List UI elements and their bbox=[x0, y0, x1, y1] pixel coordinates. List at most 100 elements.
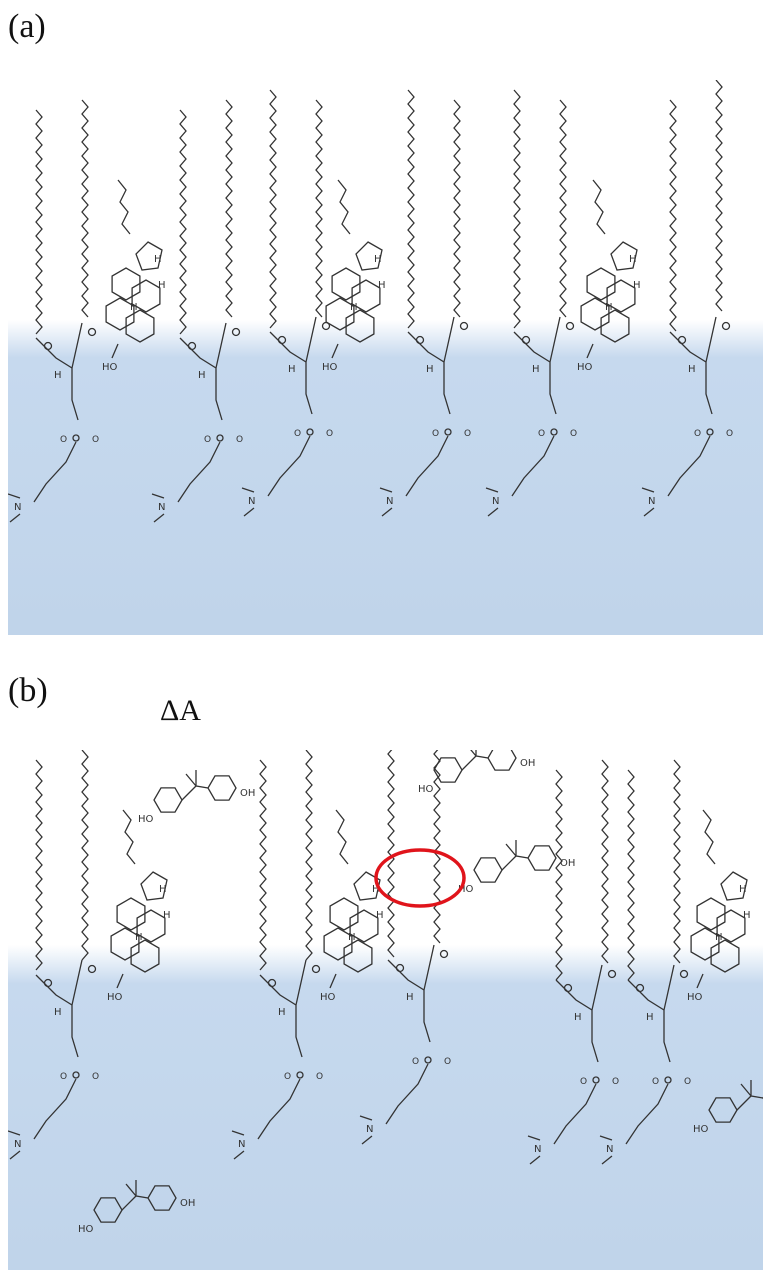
svg-text:N: N bbox=[648, 496, 655, 507]
svg-text:O: O bbox=[684, 1077, 691, 1087]
svg-text:N: N bbox=[492, 496, 499, 507]
svg-text:H: H bbox=[54, 370, 62, 381]
svg-text:H: H bbox=[574, 1012, 582, 1023]
svg-text:H: H bbox=[159, 884, 167, 895]
svg-text:O: O bbox=[444, 1057, 451, 1067]
svg-text:H: H bbox=[374, 254, 382, 265]
svg-text:HO: HO bbox=[102, 362, 118, 373]
svg-text:O: O bbox=[538, 429, 545, 439]
bisphenol-a-molecule: HO OH bbox=[418, 750, 535, 795]
svg-text:O: O bbox=[570, 429, 577, 439]
water-subphase bbox=[8, 945, 763, 1270]
delta-area-label: ΔA bbox=[160, 694, 201, 727]
svg-text:HO: HO bbox=[138, 814, 154, 825]
svg-text:O: O bbox=[92, 1072, 99, 1082]
svg-text:HO: HO bbox=[78, 1224, 94, 1235]
svg-text:H: H bbox=[629, 254, 637, 265]
svg-text:H: H bbox=[532, 364, 540, 375]
svg-text:O: O bbox=[694, 429, 701, 439]
svg-text:HO: HO bbox=[693, 1124, 709, 1135]
svg-text:O: O bbox=[464, 429, 471, 439]
svg-text:H: H bbox=[54, 1007, 62, 1018]
svg-text:O: O bbox=[294, 429, 301, 439]
cholesterol-molecule: H H H HO bbox=[320, 809, 384, 1003]
svg-text:O: O bbox=[92, 435, 99, 445]
svg-text:H: H bbox=[376, 910, 384, 921]
panel-a-label: (a) bbox=[8, 8, 46, 45]
phospholipid-molecule: H O O N bbox=[8, 750, 99, 1160]
svg-text:OH: OH bbox=[560, 858, 575, 869]
svg-text:H: H bbox=[278, 1007, 286, 1018]
svg-text:N: N bbox=[248, 496, 255, 507]
svg-text:O: O bbox=[580, 1077, 587, 1087]
svg-text:H: H bbox=[372, 884, 380, 895]
svg-text:O: O bbox=[60, 1072, 67, 1082]
phospholipid-molecule: H O O N bbox=[599, 759, 691, 1165]
svg-text:N: N bbox=[14, 1139, 21, 1150]
svg-text:H: H bbox=[646, 1012, 654, 1023]
svg-text:N: N bbox=[158, 502, 165, 513]
svg-text:H: H bbox=[130, 302, 138, 313]
svg-text:OH: OH bbox=[520, 758, 535, 769]
svg-text:N: N bbox=[366, 1124, 373, 1135]
svg-text:N: N bbox=[606, 1144, 613, 1155]
svg-text:H: H bbox=[378, 280, 386, 291]
water-subphase bbox=[8, 320, 763, 635]
svg-text:HO: HO bbox=[577, 362, 593, 373]
svg-text:HO: HO bbox=[322, 362, 338, 373]
phospholipid-molecule: H O O N bbox=[241, 89, 333, 517]
phospholipid-molecule: H O O N bbox=[151, 99, 243, 523]
highlight-circle bbox=[374, 848, 466, 908]
svg-text:O: O bbox=[432, 429, 439, 439]
svg-text:O: O bbox=[316, 1072, 323, 1082]
svg-text:H: H bbox=[158, 280, 166, 291]
phospholipid-molecule: H O O N bbox=[8, 99, 99, 523]
svg-text:N: N bbox=[238, 1139, 245, 1150]
cholesterol-molecule: H H H HO bbox=[322, 179, 386, 373]
cholesterol-molecule: H H H HO bbox=[102, 179, 166, 373]
svg-text:H: H bbox=[743, 910, 751, 921]
svg-text:O: O bbox=[204, 435, 211, 445]
svg-text:HO: HO bbox=[418, 784, 434, 795]
svg-text:O: O bbox=[726, 429, 733, 439]
svg-text:O: O bbox=[612, 1077, 619, 1087]
svg-text:HO: HO bbox=[107, 992, 123, 1003]
svg-text:H: H bbox=[163, 910, 171, 921]
phospholipid-molecule: H O O N bbox=[527, 759, 619, 1165]
svg-text:H: H bbox=[348, 932, 356, 943]
svg-text:O: O bbox=[326, 429, 333, 439]
svg-text:N: N bbox=[14, 502, 21, 513]
svg-text:H: H bbox=[739, 884, 747, 895]
svg-text:H: H bbox=[154, 254, 162, 265]
svg-text:H: H bbox=[715, 932, 723, 943]
svg-text:H: H bbox=[350, 302, 358, 313]
phospholipid-molecule: H O O N bbox=[379, 89, 471, 517]
svg-text:H: H bbox=[406, 992, 414, 1003]
phospholipid-molecule: H O O N bbox=[485, 89, 577, 517]
svg-text:N: N bbox=[386, 496, 393, 507]
svg-text:O: O bbox=[652, 1077, 659, 1087]
svg-text:N: N bbox=[534, 1144, 541, 1155]
phospholipid-molecule: H O O N bbox=[231, 750, 323, 1160]
svg-text:O: O bbox=[236, 435, 243, 445]
svg-text:O: O bbox=[412, 1057, 419, 1067]
svg-text:O: O bbox=[284, 1072, 291, 1082]
svg-text:H: H bbox=[135, 932, 143, 943]
svg-text:H: H bbox=[288, 364, 296, 375]
svg-text:O: O bbox=[60, 435, 67, 445]
svg-text:HO: HO bbox=[320, 992, 336, 1003]
svg-text:H: H bbox=[426, 364, 434, 375]
svg-text:H: H bbox=[605, 302, 613, 313]
panel-b-label: (b) bbox=[8, 672, 48, 709]
